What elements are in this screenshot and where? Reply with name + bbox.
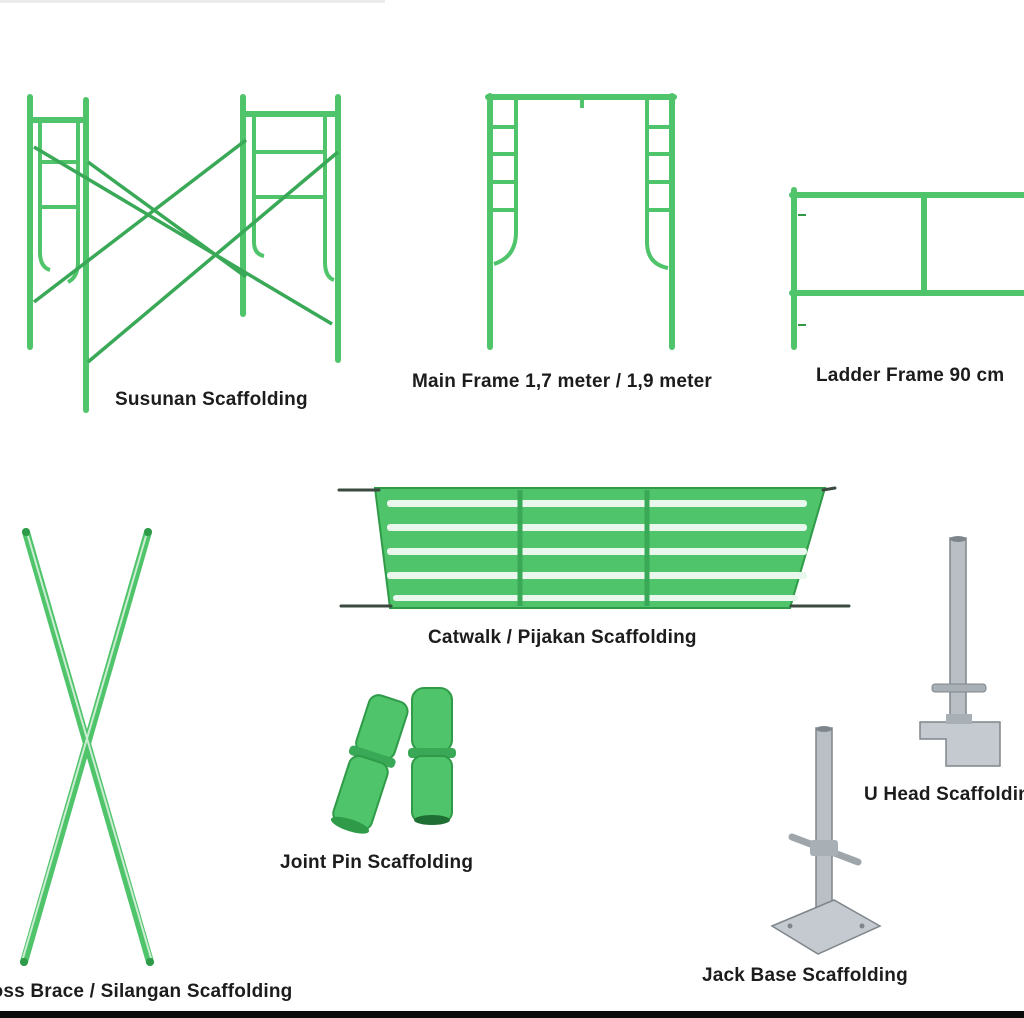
- jack-base-label: Jack Base Scaffolding: [702, 965, 908, 986]
- cross-brace-label: Cross Brace / Silangan Scaffolding: [0, 981, 293, 1002]
- cross-brace-image: [20, 528, 154, 966]
- main-frame-label: Main Frame 1,7 meter / 1,9 meter: [412, 371, 712, 392]
- u-head-image: [919, 536, 1001, 767]
- susunan-scaffolding-image: [27, 94, 341, 413]
- catwalk-label: Catwalk / Pijakan Scaffolding: [428, 627, 697, 648]
- joint-pin-label: Joint Pin Scaffolding: [280, 852, 474, 873]
- catwalk-image: [337, 486, 851, 609]
- susunan-label: Susunan Scaffolding: [115, 389, 308, 410]
- top-edge-strip: [0, 0, 385, 3]
- main-frame-image: [485, 93, 677, 350]
- jack-base-image: [770, 726, 882, 955]
- ladder-frame-image: [789, 187, 1024, 350]
- ladder-frame-label: Ladder Frame 90 cm: [816, 365, 1005, 386]
- u-head-label: U Head Scaffolding: [864, 784, 1024, 805]
- joint-pin-image: [330, 687, 456, 834]
- bottom-edge-strip: [0, 1011, 1024, 1018]
